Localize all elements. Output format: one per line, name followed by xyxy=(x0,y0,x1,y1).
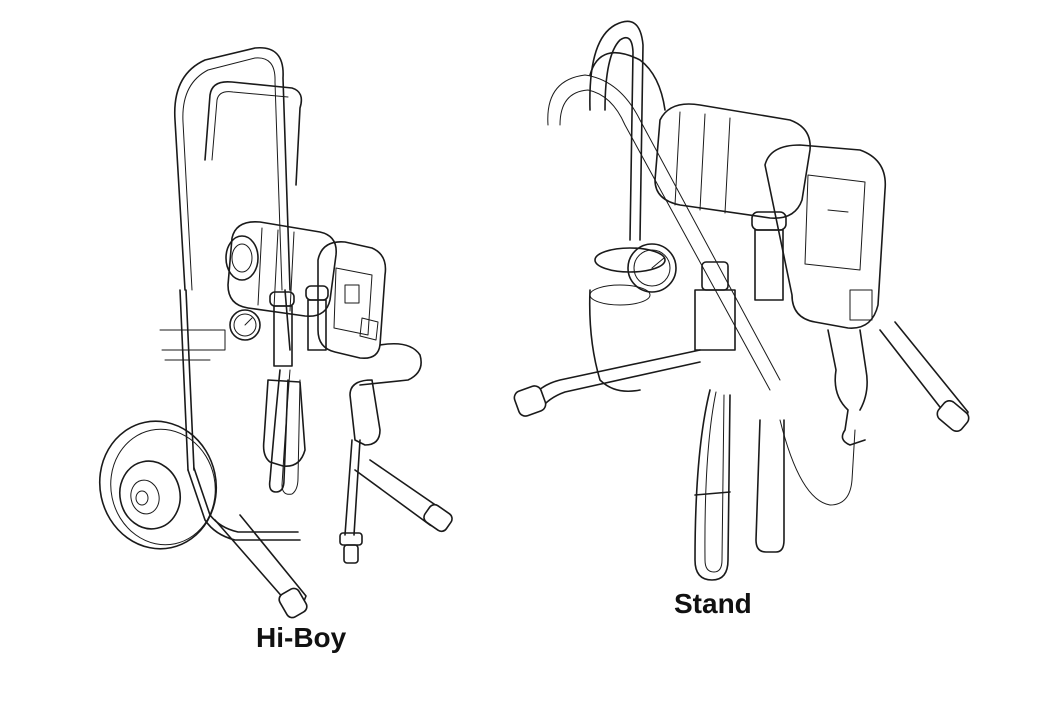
stand-handle xyxy=(589,20,644,241)
stand-sprayer-illustration xyxy=(513,20,970,581)
stand-hose xyxy=(694,389,731,581)
hiboy-handle xyxy=(173,47,291,291)
stand-left-leg xyxy=(529,349,701,401)
hiboy-wheel xyxy=(98,420,218,550)
stand-motor xyxy=(654,103,811,219)
hiboy-control-box xyxy=(317,241,387,360)
hiboy-sprayer-illustration xyxy=(98,47,453,619)
hiboy-model-label: Hi-Boy xyxy=(256,622,347,653)
stand-model-label: Stand xyxy=(674,588,752,619)
stand-control-box xyxy=(764,144,887,329)
hiboy-motor xyxy=(227,221,337,317)
